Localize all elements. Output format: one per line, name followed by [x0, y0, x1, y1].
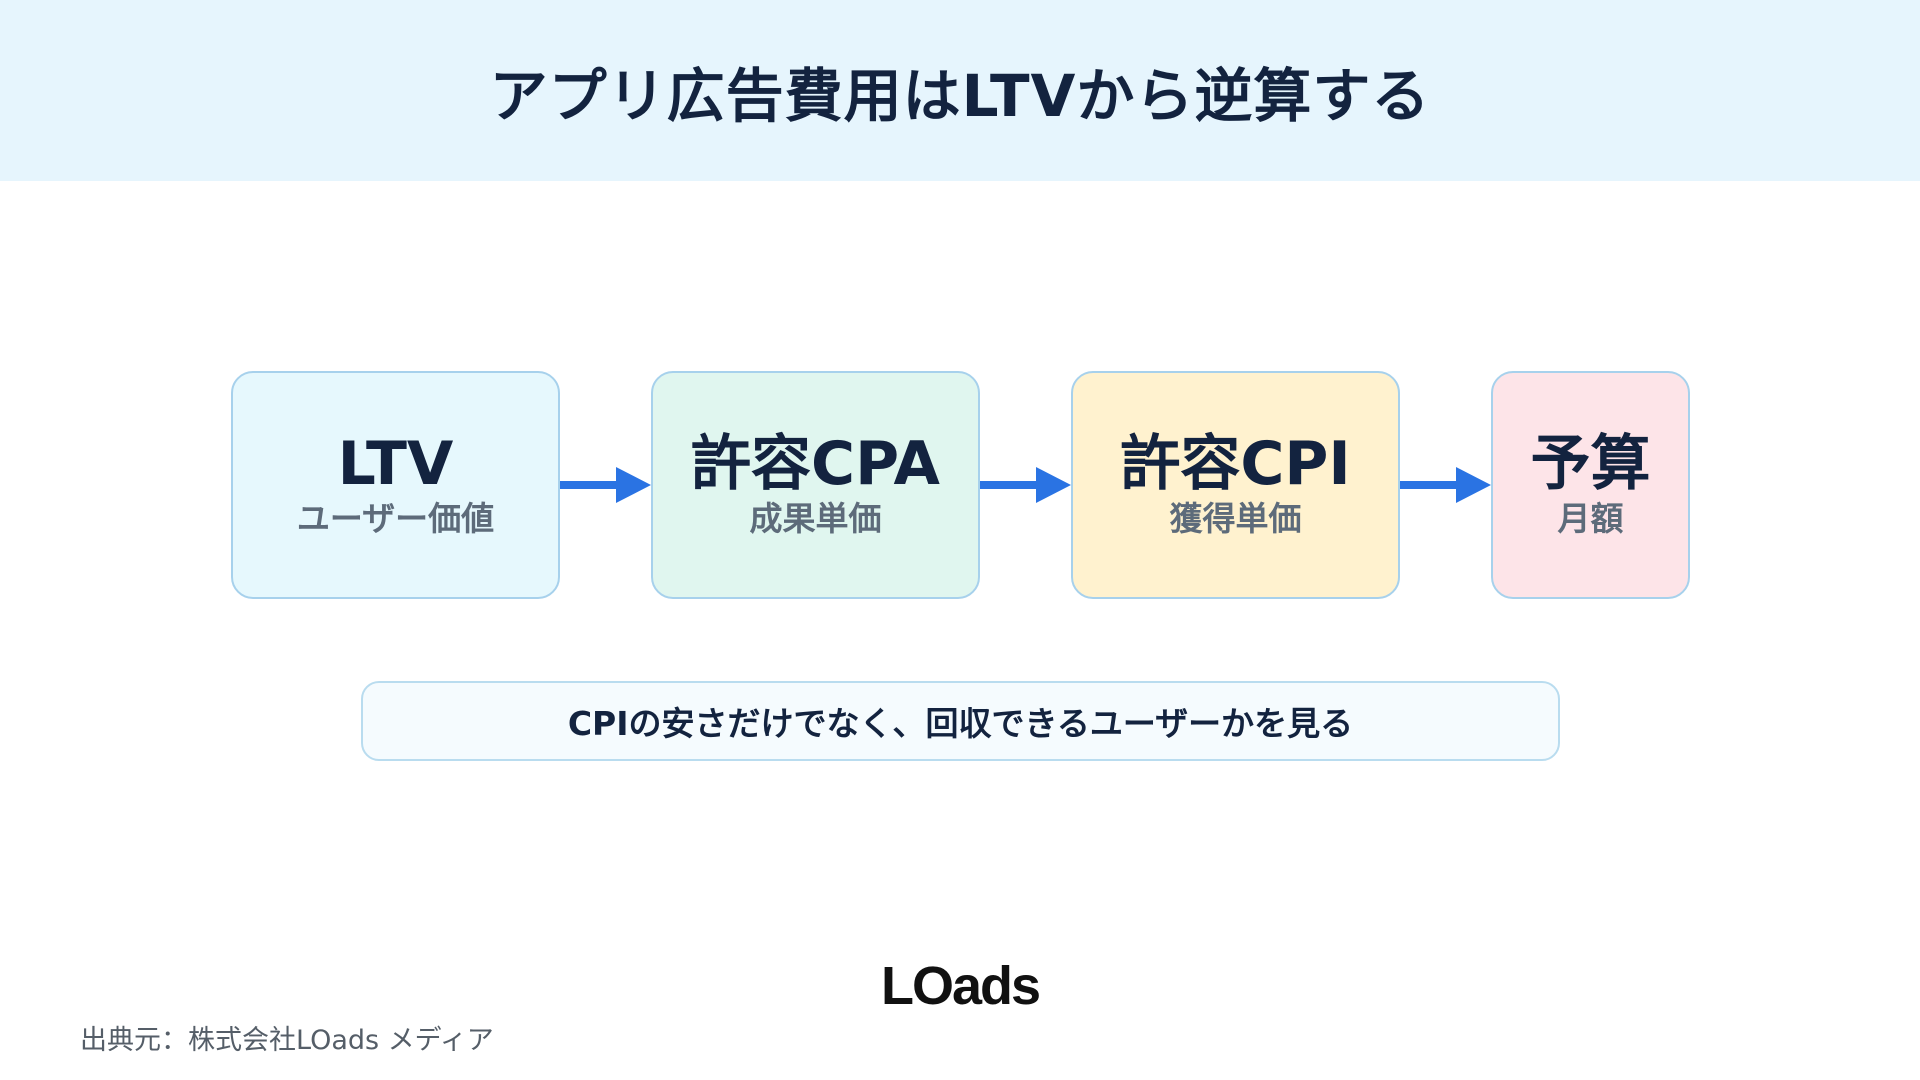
flow-step-cpi: 許容CPI 獲得単価	[1071, 371, 1400, 599]
flow-step-subtitle: ユーザー価値	[296, 499, 495, 538]
flow-step-ltv: LTV ユーザー価値	[231, 371, 560, 599]
flow-step-subtitle: 獲得単価	[1169, 499, 1302, 538]
key-point-text: CPIの安さだけでなく、回収できるユーザーかを見る	[567, 704, 1354, 743]
page-title: アプリ広告費用はLTVから逆算する	[489, 61, 1431, 130]
brand-logo: LOads	[0, 955, 1920, 1017]
flow-step-title: LTV	[337, 429, 454, 499]
header-banner: アプリ広告費用はLTVから逆算する	[0, 0, 1920, 181]
flow-arrow-icon	[980, 467, 1071, 503]
source-credit: 出典元：株式会社LOads メディア	[80, 1025, 494, 1056]
flow-step-title: 許容CPI	[1120, 429, 1351, 499]
flow-step-budget: 予算 月額	[1491, 371, 1690, 599]
flow-step-title: 予算	[1530, 429, 1651, 499]
key-point-callout: CPIの安さだけでなく、回収できるユーザーかを見る	[361, 681, 1560, 761]
flow-arrow-icon	[1400, 467, 1491, 503]
flow-step-title: 許容CPA	[691, 429, 940, 499]
brand-logo-text: LOads	[880, 956, 1041, 1016]
flow-arrow-icon	[560, 467, 651, 503]
flow-step-cpa: 許容CPA 成果単価	[651, 371, 980, 599]
flow-step-subtitle: 月額	[1557, 499, 1624, 538]
flow-step-subtitle: 成果単価	[749, 499, 882, 538]
